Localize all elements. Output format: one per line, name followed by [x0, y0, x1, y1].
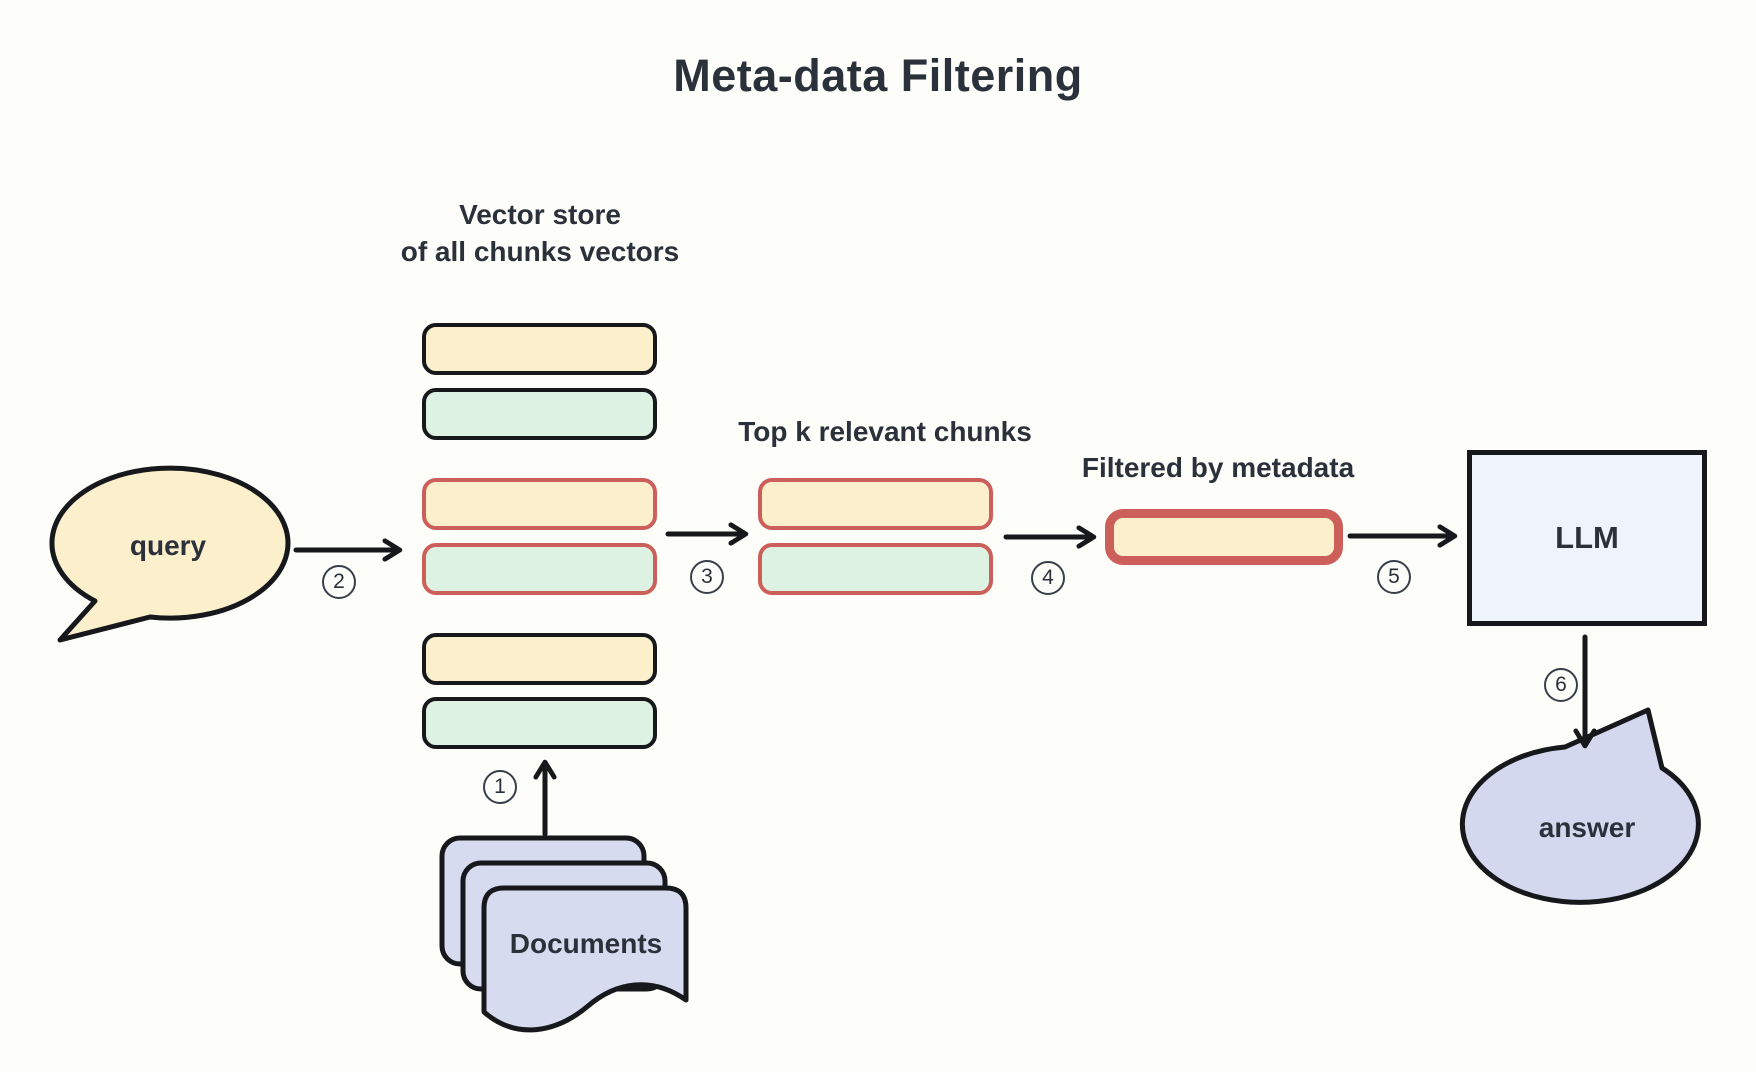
vector-store-label: Vector store of all chunks vectors [290, 196, 790, 270]
topk-chunk-2 [758, 543, 993, 595]
documents-stack [439, 835, 689, 1033]
topk-chunk-1 [758, 478, 993, 530]
answer-label: answer [1538, 812, 1636, 843]
top-k-label: Top k relevant chunks [738, 416, 1032, 447]
vector-store-label-line2: of all chunks vectors [400, 236, 680, 267]
answer-bubble-shape [1459, 707, 1701, 905]
vector-chunk-1 [422, 323, 657, 375]
vector-chunk-2 [422, 388, 657, 440]
filtered-label: Filtered by metadata [1081, 452, 1355, 483]
vector-chunk-3-relevant [422, 478, 657, 530]
diagram-title: Meta-data Filtering [673, 50, 1083, 101]
step-5-badge: 5 [1377, 560, 1411, 594]
step-3-badge: 3 [690, 560, 724, 594]
vector-chunk-4-relevant [422, 543, 657, 595]
step-4-badge: 4 [1031, 561, 1065, 595]
step-1-badge: 1 [483, 770, 517, 804]
query-bubble-shape [49, 465, 291, 643]
step-6-badge: 6 [1544, 668, 1578, 702]
vector-chunk-5 [422, 633, 657, 685]
step-2-badge: 2 [322, 565, 356, 599]
document-sheet-front [481, 885, 689, 1033]
llm-node: LLM [1467, 450, 1707, 626]
documents-label: Documents [509, 928, 663, 959]
query-label: query [129, 530, 207, 561]
vector-store-label-line1: Vector store [459, 199, 621, 230]
vector-chunk-6 [422, 697, 657, 749]
filtered-chunk [1105, 509, 1343, 565]
llm-label: LLM [1555, 520, 1619, 555]
